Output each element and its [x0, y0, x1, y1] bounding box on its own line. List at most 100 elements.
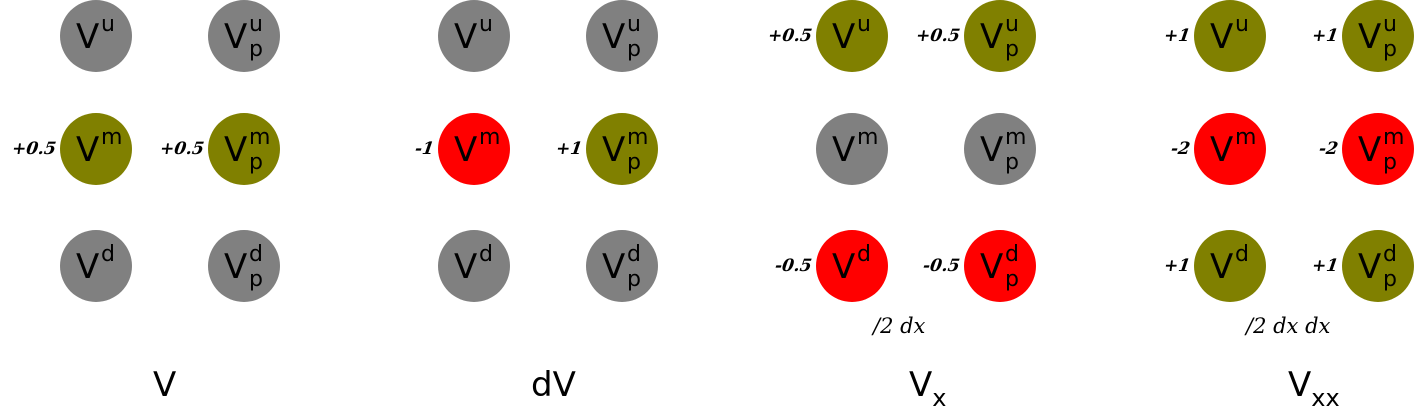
node-subscript: p	[249, 37, 263, 62]
node-superscript: d	[249, 242, 263, 267]
panel-label-base: V	[153, 365, 177, 405]
node-coefficient: +0.5	[914, 26, 962, 46]
node-symbol: V	[454, 17, 478, 57]
node-symbol: V	[1210, 130, 1234, 170]
panel-label-subscript: x	[932, 384, 947, 412]
node-symbol: V	[224, 17, 248, 57]
node-coefficient: +1	[1162, 256, 1192, 276]
node-superscript: m	[1235, 125, 1257, 150]
node-superscript: m	[101, 125, 123, 150]
node-subscript: p	[1005, 267, 1019, 292]
node-coefficient: +0.5	[158, 139, 206, 159]
node-coefficient: +1	[1310, 256, 1340, 276]
node-symbol: V	[602, 247, 626, 287]
node-superscript: d	[1005, 242, 1019, 267]
node-superscript: u	[627, 12, 641, 37]
node-superscript: d	[1383, 242, 1397, 267]
node-superscript: d	[101, 242, 115, 267]
node-subscript: p	[249, 267, 263, 292]
node-superscript: d	[479, 242, 493, 267]
node-symbol: V	[980, 130, 1004, 170]
panel-label: Vx	[909, 365, 946, 410]
node-symbol: V	[454, 247, 478, 287]
node-symbol: V	[454, 130, 478, 170]
node-symbol: V	[224, 247, 248, 287]
node-coefficient: +0.5	[766, 26, 814, 46]
node-superscript: m	[249, 125, 271, 150]
panel-label-base: V	[1288, 365, 1312, 405]
node-superscript: u	[249, 12, 263, 37]
node-symbol: V	[224, 130, 248, 170]
node-coefficient: +1	[1162, 26, 1192, 46]
node-subscript: p	[627, 267, 641, 292]
node-coefficient: +0.5	[10, 139, 58, 159]
node-symbol: V	[1210, 247, 1234, 287]
node-subscript: p	[1383, 37, 1397, 62]
node-superscript: d	[1235, 242, 1249, 267]
node-symbol: V	[832, 247, 856, 287]
node-coefficient: -0.5	[774, 256, 814, 276]
node-subscript: p	[1005, 150, 1019, 175]
node-subscript: p	[627, 37, 641, 62]
node-subscript: p	[1383, 267, 1397, 292]
node-superscript: m	[479, 125, 501, 150]
node-symbol: V	[1210, 17, 1234, 57]
node-symbol: V	[832, 17, 856, 57]
node-coefficient: -1	[413, 139, 436, 159]
node-subscript: p	[1005, 37, 1019, 62]
panel-label-base: V	[909, 365, 933, 405]
node-subscript: p	[627, 150, 641, 175]
node-subscript: p	[1383, 150, 1397, 175]
node-subscript: p	[249, 150, 263, 175]
node-superscript: m	[1005, 125, 1027, 150]
node-superscript: d	[627, 242, 641, 267]
node-symbol: V	[980, 247, 1004, 287]
panel-label-base: dV	[531, 365, 576, 405]
node-symbol: V	[980, 17, 1004, 57]
node-superscript: u	[101, 12, 115, 37]
node-superscript: u	[1005, 12, 1019, 37]
node-superscript: m	[857, 125, 879, 150]
node-superscript: u	[1235, 12, 1249, 37]
panel-label: Vxx	[1288, 365, 1340, 410]
node-coefficient: -0.5	[922, 256, 962, 276]
node-coefficient: +1	[1310, 26, 1340, 46]
scaling-note: /2 dx	[873, 314, 926, 338]
node-coefficient: -2	[1169, 139, 1192, 159]
node-symbol: V	[76, 130, 100, 170]
node-symbol: V	[1358, 247, 1382, 287]
node-superscript: u	[479, 12, 493, 37]
node-symbol: V	[1358, 130, 1382, 170]
node-superscript: d	[857, 242, 871, 267]
node-superscript: m	[627, 125, 649, 150]
node-symbol: V	[602, 130, 626, 170]
node-superscript: m	[1383, 125, 1405, 150]
node-symbol: V	[1358, 17, 1382, 57]
node-superscript: u	[857, 12, 871, 37]
node-symbol: V	[76, 17, 100, 57]
node-symbol: V	[602, 17, 626, 57]
panel-label-subscript: xx	[1311, 384, 1340, 412]
